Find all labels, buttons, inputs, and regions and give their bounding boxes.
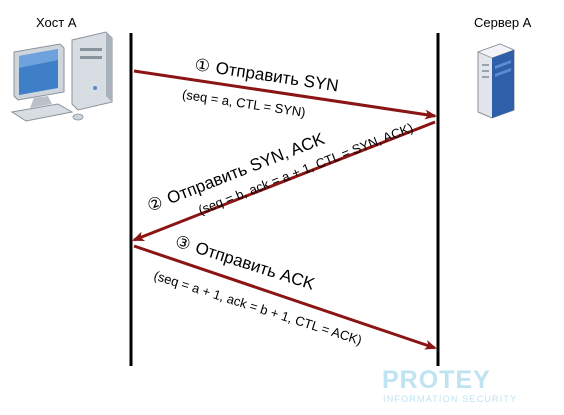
step-1-params: (seq = a, CTL = SYN) [181, 87, 306, 120]
step-3-params: (seq = a + 1, ack = b + 1, CTL = ACK) [152, 268, 364, 348]
host-label: Хост A [36, 15, 77, 30]
syn-arrow [133, 69, 437, 120]
watermark-tagline: INFORMATION SECURITY [383, 394, 517, 404]
watermark-brand: PROTEY [382, 366, 491, 394]
server-label: Сервер A [474, 15, 532, 30]
syn-ack-arrow [132, 120, 436, 242]
ack-arrow [133, 244, 437, 350]
desktop-computer-icon [10, 31, 113, 122]
server-tower-icon [476, 43, 516, 119]
watermark: PROTEY INFORMATION SECURITY [382, 366, 517, 404]
